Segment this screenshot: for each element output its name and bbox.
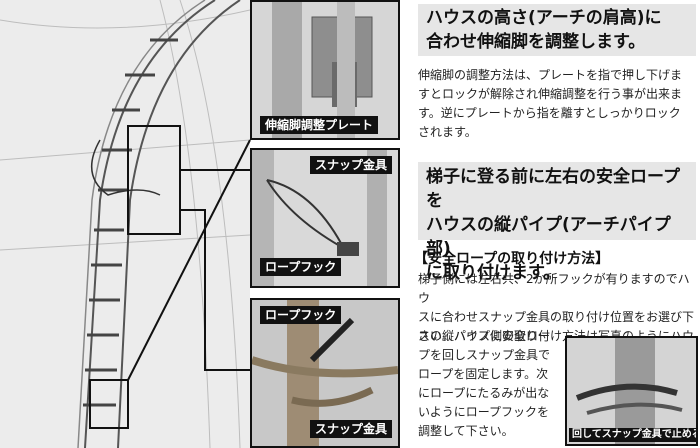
section3-text-narrow: スの縦パイプに安全ロー プを回しスナップ金具で ロープを固定します。次 にロープ… (418, 327, 566, 441)
section1-text-line4: されます。 (418, 125, 477, 139)
section3-text-line2: スに合わせスナップ金具の取り付け位置をお選び下 (418, 310, 695, 324)
section1-heading-line2: 合わせ伸縮脚を調整します。 (426, 32, 646, 52)
photo-leg-plate: 伸縮脚調整プレート (250, 0, 400, 140)
caption-leg-plate: 伸縮脚調整プレート (260, 116, 379, 134)
caption-snap-hook-2: スナップ金具 (309, 420, 392, 438)
section3-text-line6: ロープを固定します。次 (418, 367, 549, 381)
photo-snap-fasten: 回してスナップ金具で止める (565, 336, 698, 446)
section3-text-line8: いようにロープフックを (418, 405, 550, 419)
connector-lines (127, 139, 251, 381)
section3-text-line9: 調整して下さい。 (418, 424, 514, 438)
section3-text-line5: プを回しスナップ金具で (418, 348, 551, 362)
section1-text-line3: す。逆にプレートから指を離すとしっかりロック (418, 106, 681, 120)
section1-text-line2: すとロックが解除され伸縮調整を行う事が出来ま (418, 87, 683, 101)
section2-heading-line2: ハウスの縦パイプ(アーチパイプ部) (426, 215, 671, 259)
section3-text-line1: 梯子側には左右共、2か所フックが有りますのでハウ (418, 272, 690, 305)
caption-rope-hook-2: ロープフック (260, 306, 342, 324)
section1-text-line1: 伸縮脚の調整方法は、プレートを指で押し下げま (418, 68, 683, 82)
section3-heading: 【安全ロープの取り付け方法】 (414, 251, 610, 267)
photo-rope-attach: ロープフック スナップ金具 (250, 298, 400, 448)
section3-text-line7: にロープにたるみが出な (418, 386, 550, 400)
caption-snap-fasten: 回してスナップ金具で止める (569, 428, 696, 442)
section2-heading: 梯子に登る前に左右の安全ロープを ハウスの縦パイプ(アーチパイプ部) に取り付け… (418, 162, 696, 283)
leg-plate-image (252, 2, 398, 138)
photo-rope-hook: スナップ金具 ロープフック (250, 148, 400, 288)
snap-fasten-image (567, 338, 696, 444)
section1-text: 伸縮脚の調整方法は、プレートを指で押し下げま すとロックが解除され伸縮調整を行う… (418, 66, 698, 142)
section2-heading-line3: に取り付けます。 (426, 263, 561, 283)
section1-heading: ハウスの高さ(アーチの肩高)に 合わせ伸縮脚を調整します。 (418, 4, 696, 56)
section3-text-line4: スの縦パイプに安全ロー (418, 329, 551, 343)
section2-heading-line1: 梯子に登る前に左右の安全ロープを (426, 167, 680, 211)
section1-heading-line1: ハウスの高さ(アーチの肩高)に (426, 8, 662, 28)
caption-rope-hook: ロープフック (260, 258, 342, 276)
caption-snap-hook: スナップ金具 (309, 156, 392, 174)
